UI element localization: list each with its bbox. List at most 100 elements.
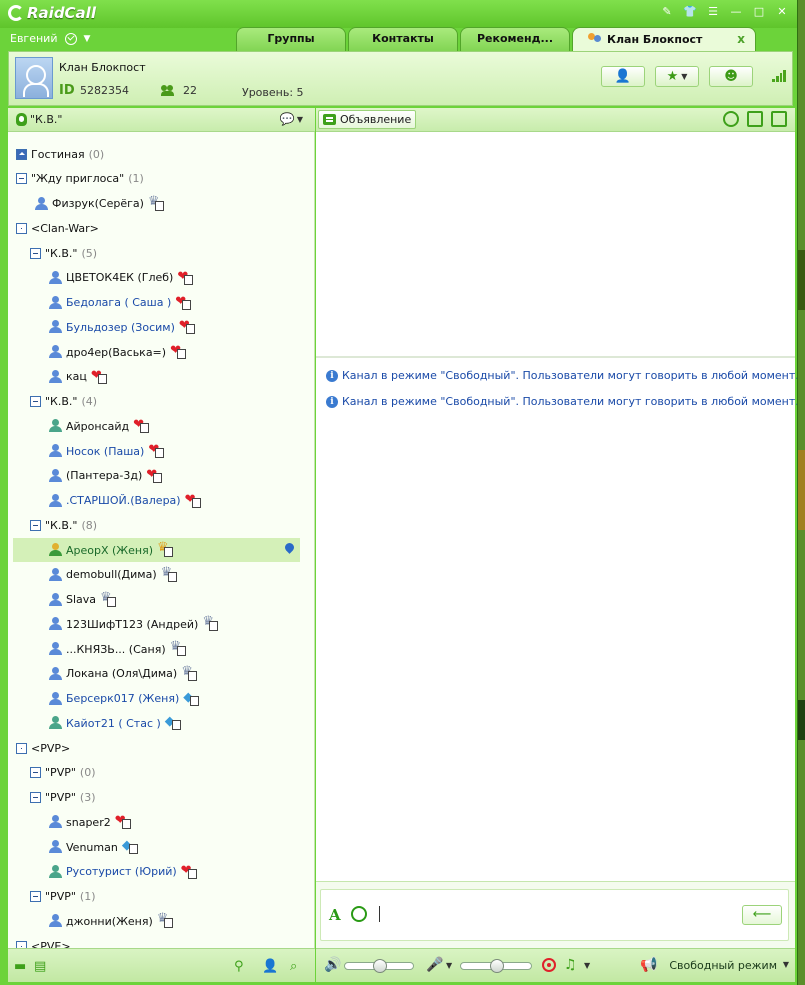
tree-user[interactable]: Русотурист (Юрий) [8, 860, 315, 884]
user-icon [49, 592, 62, 607]
tree-user[interactable]: кац [8, 365, 315, 389]
send-button[interactable]: ⟵ [742, 905, 782, 925]
tree-channel[interactable]: "К.В."(8) [8, 513, 315, 537]
info-icon: i [326, 395, 338, 408]
tree-user[interactable]: джонни(Женя) [8, 909, 315, 933]
message-input[interactable]: A ⟵ [320, 889, 789, 941]
tree-user[interactable]: ЦВЕТОК4ЕК (Глеб) [8, 266, 315, 290]
chevron-down-icon[interactable]: ▼ [446, 961, 453, 970]
tree-channel[interactable]: <PVP> [8, 736, 315, 760]
home-icon[interactable] [16, 148, 27, 160]
tree-user[interactable]: Venuman [8, 835, 315, 859]
speaker-volume-slider[interactable] [344, 959, 414, 973]
tree-user[interactable]: Бульдозер (Зосим) [8, 315, 315, 339]
microphone-icon[interactable]: 🎤 [426, 957, 444, 973]
expand-icon[interactable] [16, 742, 27, 754]
notes-icon[interactable] [747, 111, 763, 127]
tab-groups[interactable]: Группы [236, 27, 346, 51]
add-user-icon: 👤 [614, 69, 632, 84]
channel-mode[interactable]: Свободный режим [669, 959, 777, 972]
user-icon [49, 617, 62, 631]
tree-user[interactable]: Физрук(Серёга) [8, 192, 315, 216]
tree-user[interactable]: Носок (Паша) [8, 439, 315, 463]
tree-user-label: Русотурист (Юрий) [66, 865, 177, 879]
close-button[interactable]: ✕ [777, 5, 787, 18]
collapse-icon[interactable] [30, 891, 41, 902]
skin-icon[interactable]: 👕 [683, 5, 697, 18]
menu-icon[interactable]: ☰ [708, 5, 718, 18]
tree-user[interactable]: АреорХ (Женя) [13, 538, 300, 562]
record-icon[interactable] [542, 958, 556, 972]
user-icon[interactable]: 👤 [262, 959, 279, 974]
search-icon[interactable]: ⌕ [290, 959, 298, 974]
tree-channel[interactable]: "Жду приглоса"(1) [8, 167, 315, 191]
chevron-down-icon[interactable]: ▼ [584, 961, 591, 970]
collapse-icon[interactable] [16, 173, 27, 185]
admin-button[interactable]: ☻ [709, 66, 753, 87]
clan-avatar[interactable] [15, 57, 53, 99]
user-status[interactable]: Евгений ▼ [10, 32, 90, 45]
tab-close-button[interactable]: x [737, 32, 745, 46]
collapse-icon[interactable]: ▬ [14, 959, 27, 974]
announcement-button[interactable]: Объявление [318, 110, 417, 129]
collapse-icon[interactable] [30, 247, 41, 259]
tree-user[interactable]: Айронсайд [8, 414, 315, 438]
mic-volume-handle[interactable] [490, 959, 504, 973]
collapse-icon[interactable] [30, 767, 41, 779]
tree-user[interactable]: ...КНЯЗЬ... (Саня) [8, 637, 315, 661]
tab-clan-blokpost[interactable]: Клан Блокпост x [572, 27, 756, 51]
add-member-button[interactable]: 👤 [601, 66, 645, 87]
tree-channel[interactable]: "PVP"(3) [8, 786, 315, 810]
speaker-volume-handle[interactable] [373, 959, 387, 973]
edit-icon[interactable]: ✎ [662, 5, 672, 18]
collapse-icon[interactable] [30, 792, 41, 803]
location-icon[interactable]: ⚲ [234, 959, 244, 974]
tree-channel-label: <PVP> [31, 741, 71, 755]
tree-user[interactable]: Кайот21 ( Стас ) [8, 711, 315, 735]
maximize-button[interactable]: □ [753, 5, 765, 18]
tree-channel-count: (1) [128, 172, 144, 186]
mic-volume-slider[interactable] [460, 959, 532, 973]
collapse-icon[interactable] [30, 519, 41, 531]
favorite-button[interactable]: ★ ▼ [655, 66, 699, 87]
tree-channel[interactable]: "PVP"(0) [8, 761, 315, 785]
tree-user[interactable]: snaper2 [8, 810, 315, 834]
current-channel[interactable]: "К.В." [16, 113, 62, 126]
emoji-icon[interactable] [351, 906, 367, 922]
tree-user[interactable]: Локана (Оля\Дима) [8, 662, 315, 686]
location-pin-icon[interactable] [285, 543, 294, 555]
tree-user[interactable]: Бедолага ( Саша ) [8, 291, 315, 315]
list-icon[interactable] [771, 111, 787, 127]
tree-channel[interactable]: "К.В."(4) [8, 390, 315, 414]
music-icon[interactable]: ♫ [564, 957, 577, 973]
chevron-down-icon[interactable]: ▼ [782, 960, 789, 969]
megaphone-icon[interactable]: 📢 [640, 957, 658, 973]
tree-user[interactable]: Slava [8, 588, 315, 612]
expand-icon[interactable] [16, 222, 27, 234]
tree-user[interactable]: 123ШифТ123 (Андрей) [8, 612, 315, 636]
id-card-icon[interactable]: ▤ [34, 959, 47, 974]
tree-room[interactable]: Гостиная(0) [8, 142, 315, 166]
user-icon [49, 666, 62, 681]
collapse-icon[interactable] [30, 396, 41, 407]
tree-user-label: Venuman [66, 840, 118, 854]
channel-menu-button[interactable]: 💬 ▼ [280, 112, 303, 126]
tree-user[interactable]: demobull(Дима) [8, 563, 315, 587]
font-icon[interactable]: A [329, 906, 341, 924]
tree-channel[interactable]: "PVP"(1) [8, 885, 315, 909]
tab-contacts[interactable]: Контакты [348, 27, 458, 51]
tree-user[interactable]: дро4ер(Васька=) [8, 340, 315, 364]
chat-icon[interactable] [723, 111, 739, 127]
tree-user[interactable]: Берсерк017 (Женя) [8, 687, 315, 711]
left-bottom-toolbar: ▬ ▤ ⚲ 👤 ⌕ [8, 948, 315, 982]
speaker-icon[interactable]: 🔊 [324, 957, 342, 973]
tree-user[interactable]: (Пантера-3д) [8, 464, 315, 488]
tree-channel-count: (0) [79, 766, 96, 780]
tree-channel[interactable]: <Clan-War> [8, 216, 315, 240]
tree-user-label: Локана (Оля\Дима) [66, 667, 178, 681]
tree-user[interactable]: .СТАРШОЙ.(Валера) [8, 489, 315, 513]
minimize-button[interactable]: — [730, 5, 742, 18]
tab-clan-label: Клан Блокпост [607, 32, 703, 46]
tree-channel[interactable]: "К.В."(5) [8, 241, 315, 265]
tab-recommended[interactable]: Рекоменд... [460, 27, 570, 51]
